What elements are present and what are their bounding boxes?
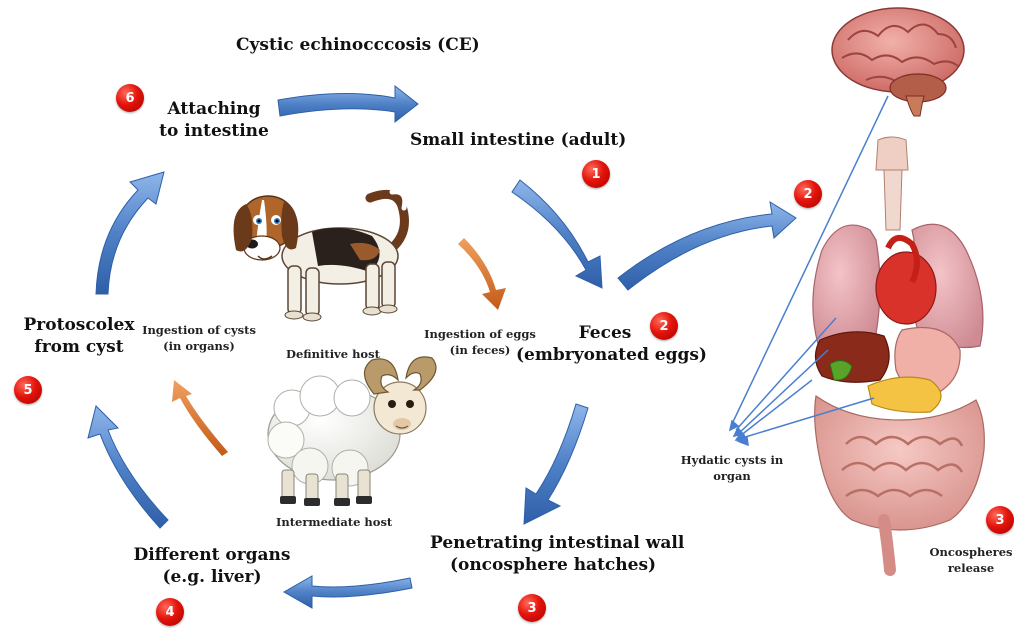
hydatid-cysts-label: Hydatic cysts in organ (676, 452, 788, 484)
ingest-cysts-label: Ingestion of cysts (in organs) (128, 322, 270, 354)
stage-4-label: Different organs (e.g. liver) (124, 544, 300, 588)
cycle-arrow-4-to-5 (88, 406, 168, 528)
stage-5-line-1: Protoscolex (12, 314, 146, 336)
badge-step-6: 6 (116, 84, 144, 112)
cycle-arrow-5-to-6 (96, 172, 164, 294)
stage-6-label: Attaching to intestine (152, 98, 276, 142)
brain-icon (832, 8, 964, 116)
sheep-icon (268, 357, 436, 506)
stage-3-line-2: (oncosphere hatches) (430, 554, 676, 576)
cycle-arrow-to-organs (618, 202, 796, 290)
dog-icon (234, 192, 405, 321)
hydatid-line-1: Hydatic cysts in (676, 452, 788, 468)
cycle-arrow-3-to-4 (284, 576, 412, 608)
definitive-host-label: Definitive host (286, 346, 380, 362)
ingest-eggs-label: Ingestion of eggs (in feces) (412, 326, 548, 358)
organs-icon (813, 137, 984, 570)
hydatid-line-2: organ (676, 468, 788, 484)
ingest-eggs-arrow (458, 238, 506, 310)
ingest-cysts-line-2: (in organs) (128, 338, 270, 354)
ingest-cysts-line-1: Ingestion of cysts (128, 322, 270, 338)
stage-4-line-2: (e.g. liver) (124, 566, 300, 588)
stage-4-line-1: Different organs (124, 544, 300, 566)
cycle-arrow-1-to-2 (512, 180, 602, 288)
oncospheres-release-label: Oncospheres release (928, 544, 1014, 576)
stage-6-line-2: to intestine (152, 120, 276, 142)
ingest-eggs-line-1: Ingestion of eggs (412, 326, 548, 342)
cycle-arrow-2-to-3 (524, 404, 588, 524)
ingest-cysts-arrow (172, 380, 228, 456)
stage-6-line-1: Attaching (152, 98, 276, 120)
oncospheres-line-1: Oncospheres (928, 544, 1014, 560)
stage-3-line-1: Penetrating intestinal wall (430, 532, 676, 554)
stage-1-label: Small intestine (adult) (410, 129, 626, 151)
badge-step-3: 3 (518, 594, 546, 622)
badge-step-2-organs: 2 (794, 180, 822, 208)
ingest-eggs-line-2: (in feces) (412, 342, 548, 358)
stage-3-label: Penetrating intestinal wall (oncosphere … (430, 532, 676, 576)
badge-step-4: 4 (156, 598, 184, 626)
cycle-arrow-top (278, 86, 418, 122)
badge-step-5: 5 (14, 376, 42, 404)
oncospheres-line-2: release (928, 560, 1014, 576)
badge-step-3-organs: 3 (986, 506, 1014, 534)
stage-5-label: Protoscolex from cyst (12, 314, 146, 358)
stage-5-line-2: from cyst (12, 336, 146, 358)
badge-step-2: 2 (650, 312, 678, 340)
diagram-title: Cystic echinocccosis (CE) (236, 34, 480, 56)
intermediate-host-label: Intermediate host (276, 514, 392, 530)
badge-step-1: 1 (582, 160, 610, 188)
